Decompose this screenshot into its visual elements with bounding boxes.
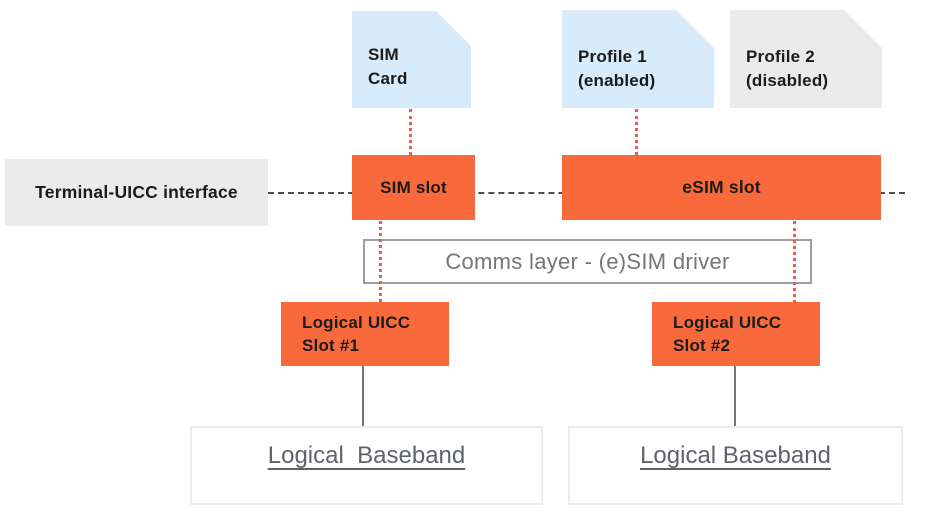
- logical-uicc-slot2-box: Logical UICC Slot #2: [652, 302, 820, 366]
- profile2-label: Profile 2 (disabled): [746, 46, 829, 90]
- profile1-label: Profile 1 (enabled): [578, 46, 656, 90]
- sim-card-node: SIM Card: [352, 11, 471, 108]
- profile2-disabled-node: Profile 2 (disabled): [730, 10, 882, 108]
- logical-uicc-slot2-label: Logical UICC Slot #2: [673, 313, 782, 355]
- comms-layer-label: Comms layer - (e)SIM driver: [445, 248, 730, 274]
- connector-simslot-to-uicc1: [379, 221, 382, 302]
- terminal-uicc-interface-label: Terminal-UICC interface: [35, 182, 238, 202]
- logical-baseband1-label: Logical Baseband: [267, 442, 466, 469]
- profile1-enabled-node: Profile 1 (enabled): [562, 10, 714, 108]
- logical-baseband2-box: Logical Baseband: [568, 426, 903, 505]
- sim-slot-label: SIM slot: [380, 177, 447, 197]
- logical-uicc-slot1-box: Logical UICC Slot #1: [281, 302, 449, 366]
- logical-uicc-slot1-label: Logical UICC Slot #1: [302, 313, 411, 355]
- connector-uicc2-to-baseband2: [734, 366, 736, 426]
- connector-simcard-to-simslot: [409, 109, 412, 155]
- logical-baseband1-box: Logical Baseband: [190, 426, 543, 505]
- connector-profile1-to-esimslot: [635, 109, 638, 155]
- connector-esimslot-to-uicc2: [793, 221, 796, 303]
- esim-slot-label: eSIM slot: [682, 177, 761, 197]
- terminal-uicc-interface-box: Terminal-UICC interface: [5, 159, 268, 226]
- sim-slot-box: SIM slot: [352, 155, 475, 220]
- connector-uicc1-to-baseband1: [362, 366, 364, 426]
- sim-card-label: SIM Card: [368, 44, 408, 88]
- esim-slot-box: eSIM slot: [562, 155, 881, 220]
- logical-baseband2-label: Logical Baseband: [640, 442, 831, 469]
- comms-layer-box: Comms layer - (e)SIM driver: [363, 239, 812, 284]
